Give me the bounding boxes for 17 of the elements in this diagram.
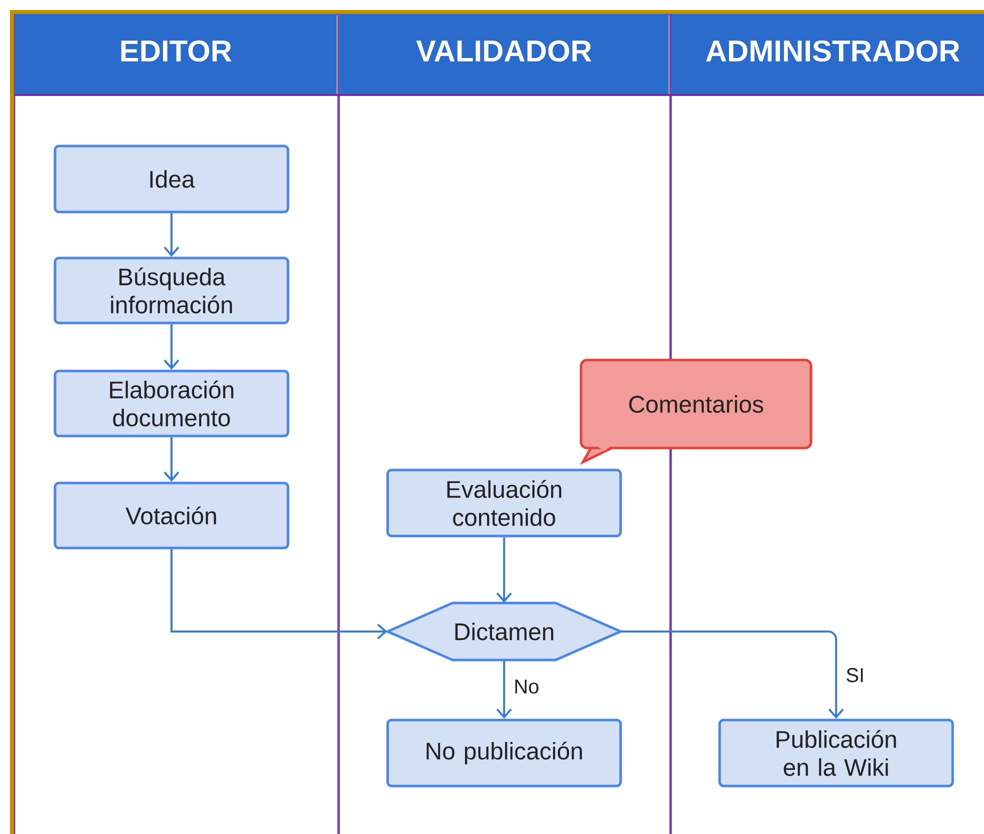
process-box: Elaboración documento xyxy=(54,370,290,438)
edge-label: SI xyxy=(844,666,866,684)
arrow xyxy=(164,213,180,257)
callout-bubble: Comentarios xyxy=(580,358,812,465)
arrow xyxy=(164,324,180,370)
arrow xyxy=(620,630,844,719)
process-box: Evaluación contenido xyxy=(386,468,622,538)
process-box: No publicación xyxy=(386,718,622,788)
process-box: Votación xyxy=(54,482,290,550)
arrow xyxy=(496,660,512,719)
process-box: Búsqueda información xyxy=(54,256,290,324)
arrow xyxy=(496,537,512,603)
process-box: Publicación en la Wiki xyxy=(718,718,954,788)
edge-label: No xyxy=(512,678,541,695)
arrow xyxy=(164,437,180,482)
process-box: Idea xyxy=(54,144,290,214)
arrow xyxy=(170,549,388,640)
